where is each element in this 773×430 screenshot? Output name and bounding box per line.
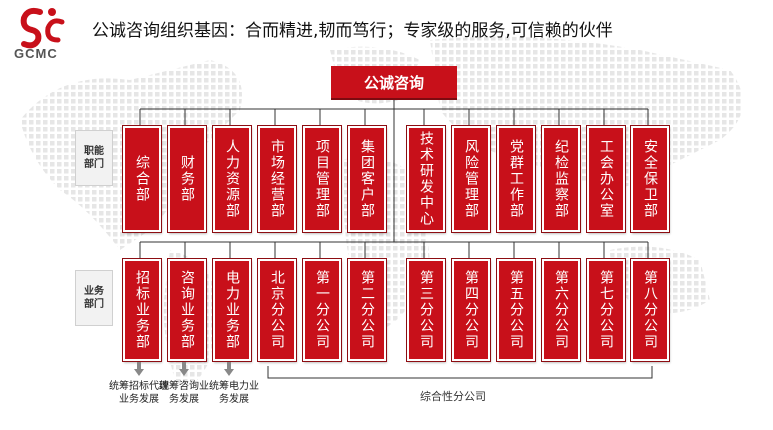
functional-department-box: 人力资源部 — [213, 126, 251, 232]
functional-departments-label: 职能 部门 — [75, 130, 113, 186]
functional-department-box: 安全保卫部 — [631, 126, 669, 232]
business-department-box: 第一分公司 — [303, 259, 341, 361]
business-department-box: 第八分公司 — [631, 259, 669, 361]
logo-text: GCMC — [14, 46, 58, 61]
arrow-down-icon — [179, 362, 189, 376]
functional-department-box: 党群工作部 — [497, 126, 535, 232]
root-node: 公诚咨询 — [331, 66, 457, 98]
functional-department-box: 财务部 — [168, 126, 206, 232]
note-power: 统筹电力业务发展 — [209, 381, 259, 405]
business-department-box: 第三分公司 — [407, 259, 445, 361]
business-departments-label: 业务 部门 — [75, 270, 113, 326]
business-department-box: 第二分公司 — [348, 259, 386, 361]
gcmc-logo — [20, 7, 65, 49]
page-headline: 公诚咨询组织基因：合而精进,韧而笃行；专家级的服务,可信赖的伙伴 — [92, 21, 613, 41]
business-department-box: 第四分公司 — [452, 259, 490, 361]
functional-department-box: 工会办公室 — [587, 126, 625, 232]
arrow-down-icon — [134, 362, 144, 376]
functional-department-box: 纪检监察部 — [542, 126, 580, 232]
functional-department-box: 技术研发中心 — [407, 126, 445, 232]
branch-group-label: 综合性分公司 — [420, 390, 486, 403]
functional-department-box: 集团客户部 — [348, 126, 386, 232]
business-department-box: 北京分公司 — [258, 259, 296, 361]
business-department-box: 电力业务部 — [213, 259, 251, 361]
note-consulting: 统筹咨询业务发展 — [159, 381, 209, 405]
business-department-box: 咨询业务部 — [168, 259, 206, 361]
business-department-box: 第六分公司 — [542, 259, 580, 361]
business-department-box: 招标业务部 — [123, 259, 161, 361]
functional-department-box: 综合部 — [123, 126, 161, 232]
functional-department-box: 风险管理部 — [452, 126, 490, 232]
business-department-box: 第七分公司 — [587, 259, 625, 361]
note-bidding: 统筹招标代理业务发展 — [109, 381, 169, 405]
functional-department-box: 市场经营部 — [258, 126, 296, 232]
business-department-box: 第五分公司 — [497, 259, 535, 361]
functional-department-box: 项目管理部 — [303, 126, 341, 232]
arrow-down-icon — [224, 362, 234, 376]
